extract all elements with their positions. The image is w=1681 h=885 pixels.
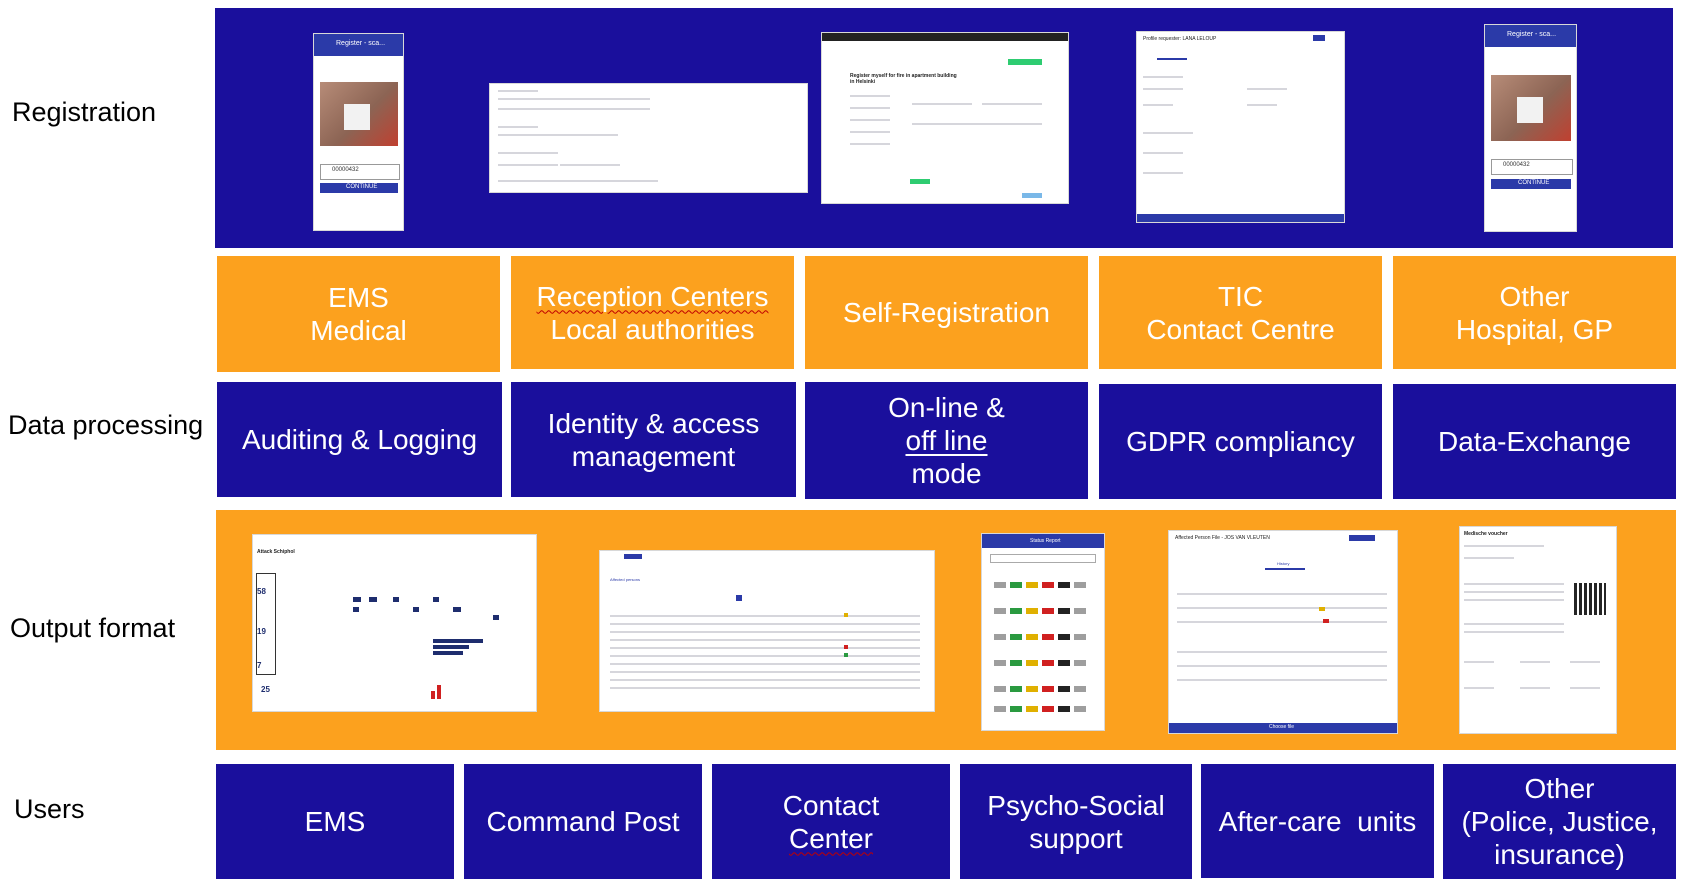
file-choose-button: Choose file [1269, 724, 1295, 730]
status-report-screenshot: Status Report [981, 533, 1105, 731]
self-reg-title: Register myself for fire in apartment bu… [850, 73, 957, 85]
mobile-title: Register - sca... [336, 40, 386, 47]
qr-code-icon [1574, 583, 1606, 615]
row-label-users: Users [14, 794, 85, 824]
dp-gdpr-compliancy: GDPR compliancy [1099, 384, 1382, 499]
mobile-scan-screenshot-2: Register - sca... 00000432 CONTINUE [1484, 24, 1577, 232]
dashboard-number-3: 7 [257, 661, 262, 670]
status-title: Status Report [1030, 538, 1061, 544]
profile-requester-screenshot: Profile requester: LANA LELOUP [1136, 31, 1345, 223]
affected-person-file-screenshot: Affected Person File - JOS VAN VLEUTEN H… [1168, 530, 1398, 734]
affected-persons-list-screenshot: Affected persons [599, 550, 935, 712]
user-command-post: Command Post [464, 764, 702, 879]
row-label-data-processing: Data processing [8, 410, 204, 440]
dp-online-offline-mode: On-line & off line mode [805, 382, 1088, 499]
dashboard-number-1: 58 [257, 587, 266, 596]
dashboard-number-2: 19 [257, 627, 266, 636]
row-label-registration: Registration [12, 97, 157, 127]
profile-title: Profile requester: LANA LELOUP [1143, 36, 1217, 42]
dashboard-title: Attack Schiphol [257, 549, 295, 555]
user-other-police-justice-insurance: Other(Police, Justice,insurance) [1443, 764, 1676, 879]
self-registration-screenshot: Register myself for fire in apartment bu… [821, 32, 1069, 204]
user-after-care-units: After-care units [1201, 764, 1434, 878]
mobile-title-2: Register - sca... [1507, 31, 1557, 38]
mobile-input-value-2: 00000432 [1503, 162, 1530, 168]
row-label-output-format: Output format [10, 613, 176, 643]
list-tab: Affected persons [610, 577, 640, 582]
mobile-continue-button-2: CONTINUE [1518, 180, 1550, 186]
file-tab-history: History [1277, 561, 1290, 566]
mobile-scan-screenshot: Register - sca... 00000432 CONTINUE [313, 33, 404, 231]
voucher-title: Medische voucher [1464, 531, 1508, 537]
file-title: Affected Person File - JOS VAN VLEUTEN [1175, 535, 1270, 541]
dp-auditing-logging: Auditing & Logging [217, 382, 502, 497]
location-form-screenshot [489, 83, 808, 193]
mobile-input-value: 00000432 [332, 167, 359, 173]
user-ems: EMS [216, 764, 454, 879]
source-self-registration: Self-Registration [805, 256, 1088, 369]
dp-data-exchange: Data-Exchange [1393, 384, 1676, 499]
dashboard-screenshot: Attack Schiphol 58 19 7 25 [252, 534, 537, 712]
dashboard-number-4: 25 [261, 685, 270, 694]
medical-voucher-screenshot: Medische voucher [1459, 526, 1617, 734]
mobile-continue-button: CONTINUE [346, 184, 378, 190]
